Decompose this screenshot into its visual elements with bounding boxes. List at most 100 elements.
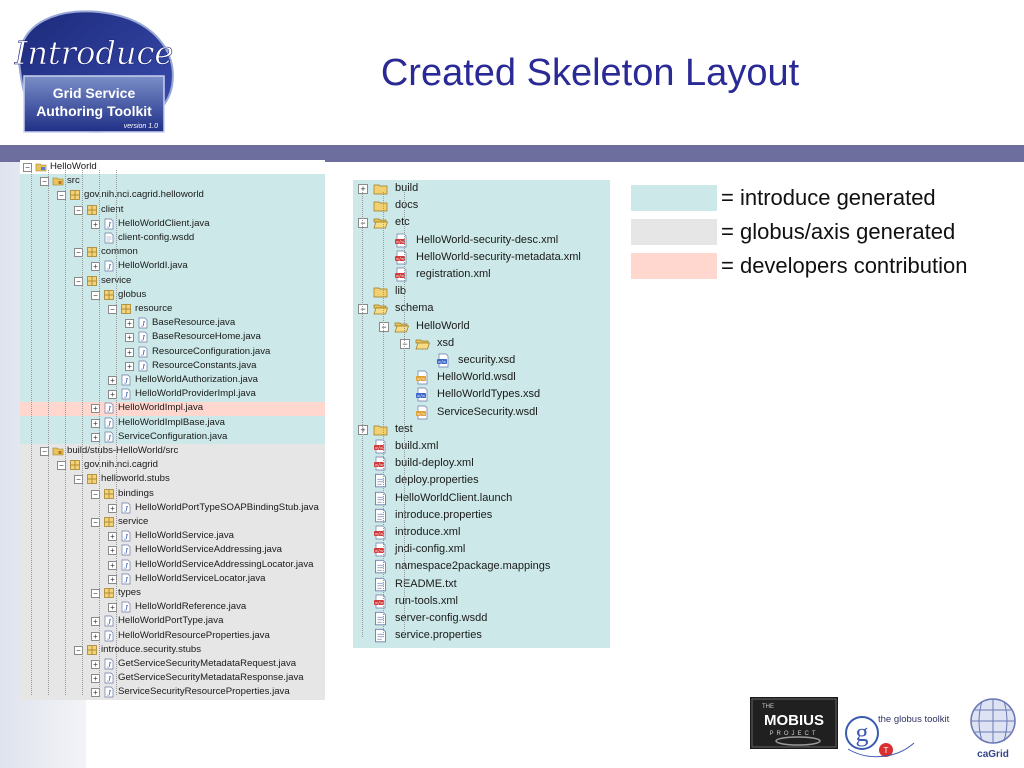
tree-node-run-tools-xml[interactable]: </>run-tools.xml — [353, 593, 610, 610]
tree-node-security-xsd[interactable]: </>security.xsd — [416, 352, 610, 369]
tree-node-server-config-wsdd[interactable]: server-config.wsdd — [353, 610, 610, 627]
collapse-toggle-icon[interactable]: − — [400, 338, 410, 349]
svg-text:J: J — [124, 604, 128, 613]
collapse-toggle-icon[interactable]: − — [358, 218, 368, 229]
tree-node-helloworld[interactable]: −HelloWorld — [374, 318, 610, 335]
tree-node-build-stubs-helloworld-src[interactable]: −build/stubs-HelloWorld/src — [37, 444, 325, 458]
tree-node-label: HelloWorldImpl.java — [118, 402, 204, 414]
tree-node-introduce-xml[interactable]: </>introduce.xml — [353, 524, 610, 541]
folder-open-icon — [373, 301, 388, 316]
tree-node-registration-xml[interactable]: </>registration.xml — [374, 266, 610, 283]
expand-toggle-icon[interactable]: + — [358, 424, 368, 435]
tree-node-helloworld[interactable]: −HelloWorld — [20, 160, 325, 174]
tree-node-label: ServiceConfiguration.java — [118, 430, 228, 442]
tree-node-build-deploy-xml[interactable]: </>build-deploy.xml — [353, 455, 610, 472]
collapse-toggle-icon[interactable]: − — [358, 304, 368, 315]
tree-node-introduce-properties[interactable]: introduce.properties — [353, 507, 610, 524]
tree-node-test[interactable]: +test — [353, 421, 610, 438]
tree-node-label: types — [118, 587, 141, 598]
tree-node-resource[interactable]: −resource — [105, 302, 325, 316]
tree-node-label: HelloWorldProviderImpl.java — [135, 388, 256, 400]
tree-node-label: HelloWorldPortType.java — [118, 615, 224, 627]
tree-node-jndi-config-xml[interactable]: </>jndi-config.xml — [353, 541, 610, 558]
tree-node-readme-txt[interactable]: README.txt — [353, 576, 610, 593]
globus-logo-text: the globus toolkit — [878, 714, 950, 725]
tree-node-helloworldclient-launch[interactable]: HelloWorldClient.launch — [353, 490, 610, 507]
tree-node-bindings[interactable]: −bindings — [88, 487, 325, 501]
tree-node-label: ResourceConfiguration.java — [152, 345, 271, 357]
tree-node-src[interactable]: −src — [37, 174, 325, 188]
tree-node-servicesecurity-wsdl[interactable]: </>ServiceSecurity.wsdl — [395, 404, 610, 421]
mobius-logo: THE MOBIUS PROJECT — [750, 697, 838, 749]
tree-node-types[interactable]: −types — [88, 586, 325, 600]
svg-text:J: J — [107, 419, 111, 428]
java-file-icon: J — [103, 630, 115, 642]
java-file-icon: J — [137, 317, 149, 329]
tree-node-helloworldtypes-xsd[interactable]: </>HelloWorldTypes.xsd — [395, 386, 610, 403]
tree-node-introduce-security-stubs[interactable]: −introduce.security.stubs — [71, 643, 325, 657]
svg-text:</>: </> — [395, 239, 404, 245]
expand-toggle-icon[interactable]: + — [125, 319, 134, 329]
svg-text:J: J — [107, 433, 111, 442]
tree-node-namespace2package-mappings[interactable]: namespace2package.mappings — [353, 558, 610, 575]
tree-node-build[interactable]: +build — [353, 180, 610, 197]
tree-node-helloworld-security-desc-xml[interactable]: </>HelloWorld-security-desc.xml — [374, 232, 610, 249]
tree-node-build-xml[interactable]: </>build.xml — [353, 438, 610, 455]
tree-node-helloworld-stubs[interactable]: −helloworld.stubs — [71, 472, 325, 486]
tree-node-label: jndi-config.xml — [395, 543, 466, 556]
package-icon — [120, 303, 132, 315]
expand-toggle-icon[interactable]: + — [125, 361, 134, 371]
tree-guide-line — [65, 170, 66, 695]
svg-text:g: g — [856, 718, 869, 747]
mobius-logo-main: MOBIUS — [764, 712, 824, 729]
tree-node-xsd[interactable]: −xsd — [395, 335, 610, 352]
collapse-toggle-icon[interactable]: − — [23, 163, 32, 172]
tree-node-gov-nih-nci-cagrid[interactable]: −gov.nih.nci.cagrid — [54, 458, 325, 472]
tree-node-helloworld-security-metadata-xml[interactable]: </>HelloWorld-security-metadata.xml — [374, 249, 610, 266]
tree-node-label: HelloWorldTypes.xsd — [437, 388, 541, 401]
tree-node-docs[interactable]: docs — [353, 197, 610, 214]
tree-node-client[interactable]: −client — [71, 203, 325, 217]
tree-node-helloworld-wsdl[interactable]: </>HelloWorld.wsdl — [395, 369, 610, 386]
folder-open-icon — [394, 319, 409, 334]
expand-toggle-icon[interactable]: + — [125, 333, 134, 343]
tree-node-schema[interactable]: −schema — [353, 300, 610, 317]
tree-node-service[interactable]: −service — [71, 274, 325, 288]
tree-node-etc[interactable]: −etc — [353, 214, 610, 231]
tree-node-deploy-properties[interactable]: deploy.properties — [353, 472, 610, 489]
tree-node-common[interactable]: −common — [71, 245, 325, 259]
tree-node-label: README.txt — [395, 577, 457, 590]
tree-node-service[interactable]: −service — [88, 515, 325, 529]
expand-toggle-icon[interactable]: + — [358, 184, 368, 194]
tree-node-client-config-wsdd[interactable]: client-config.wsdd — [88, 231, 325, 245]
tree-node-globus[interactable]: −globus — [88, 288, 325, 302]
expand-toggle-icon[interactable]: + — [125, 347, 134, 357]
tree-node-gov-nih-nci-cagrid-helloworld[interactable]: −gov.nih.nci.cagrid.helloworld — [54, 188, 325, 202]
tree-node-lib[interactable]: lib — [353, 283, 610, 300]
package-icon — [103, 488, 115, 500]
tree-node-service-properties[interactable]: service.properties — [353, 627, 610, 644]
collapse-toggle-icon[interactable]: − — [379, 321, 389, 332]
